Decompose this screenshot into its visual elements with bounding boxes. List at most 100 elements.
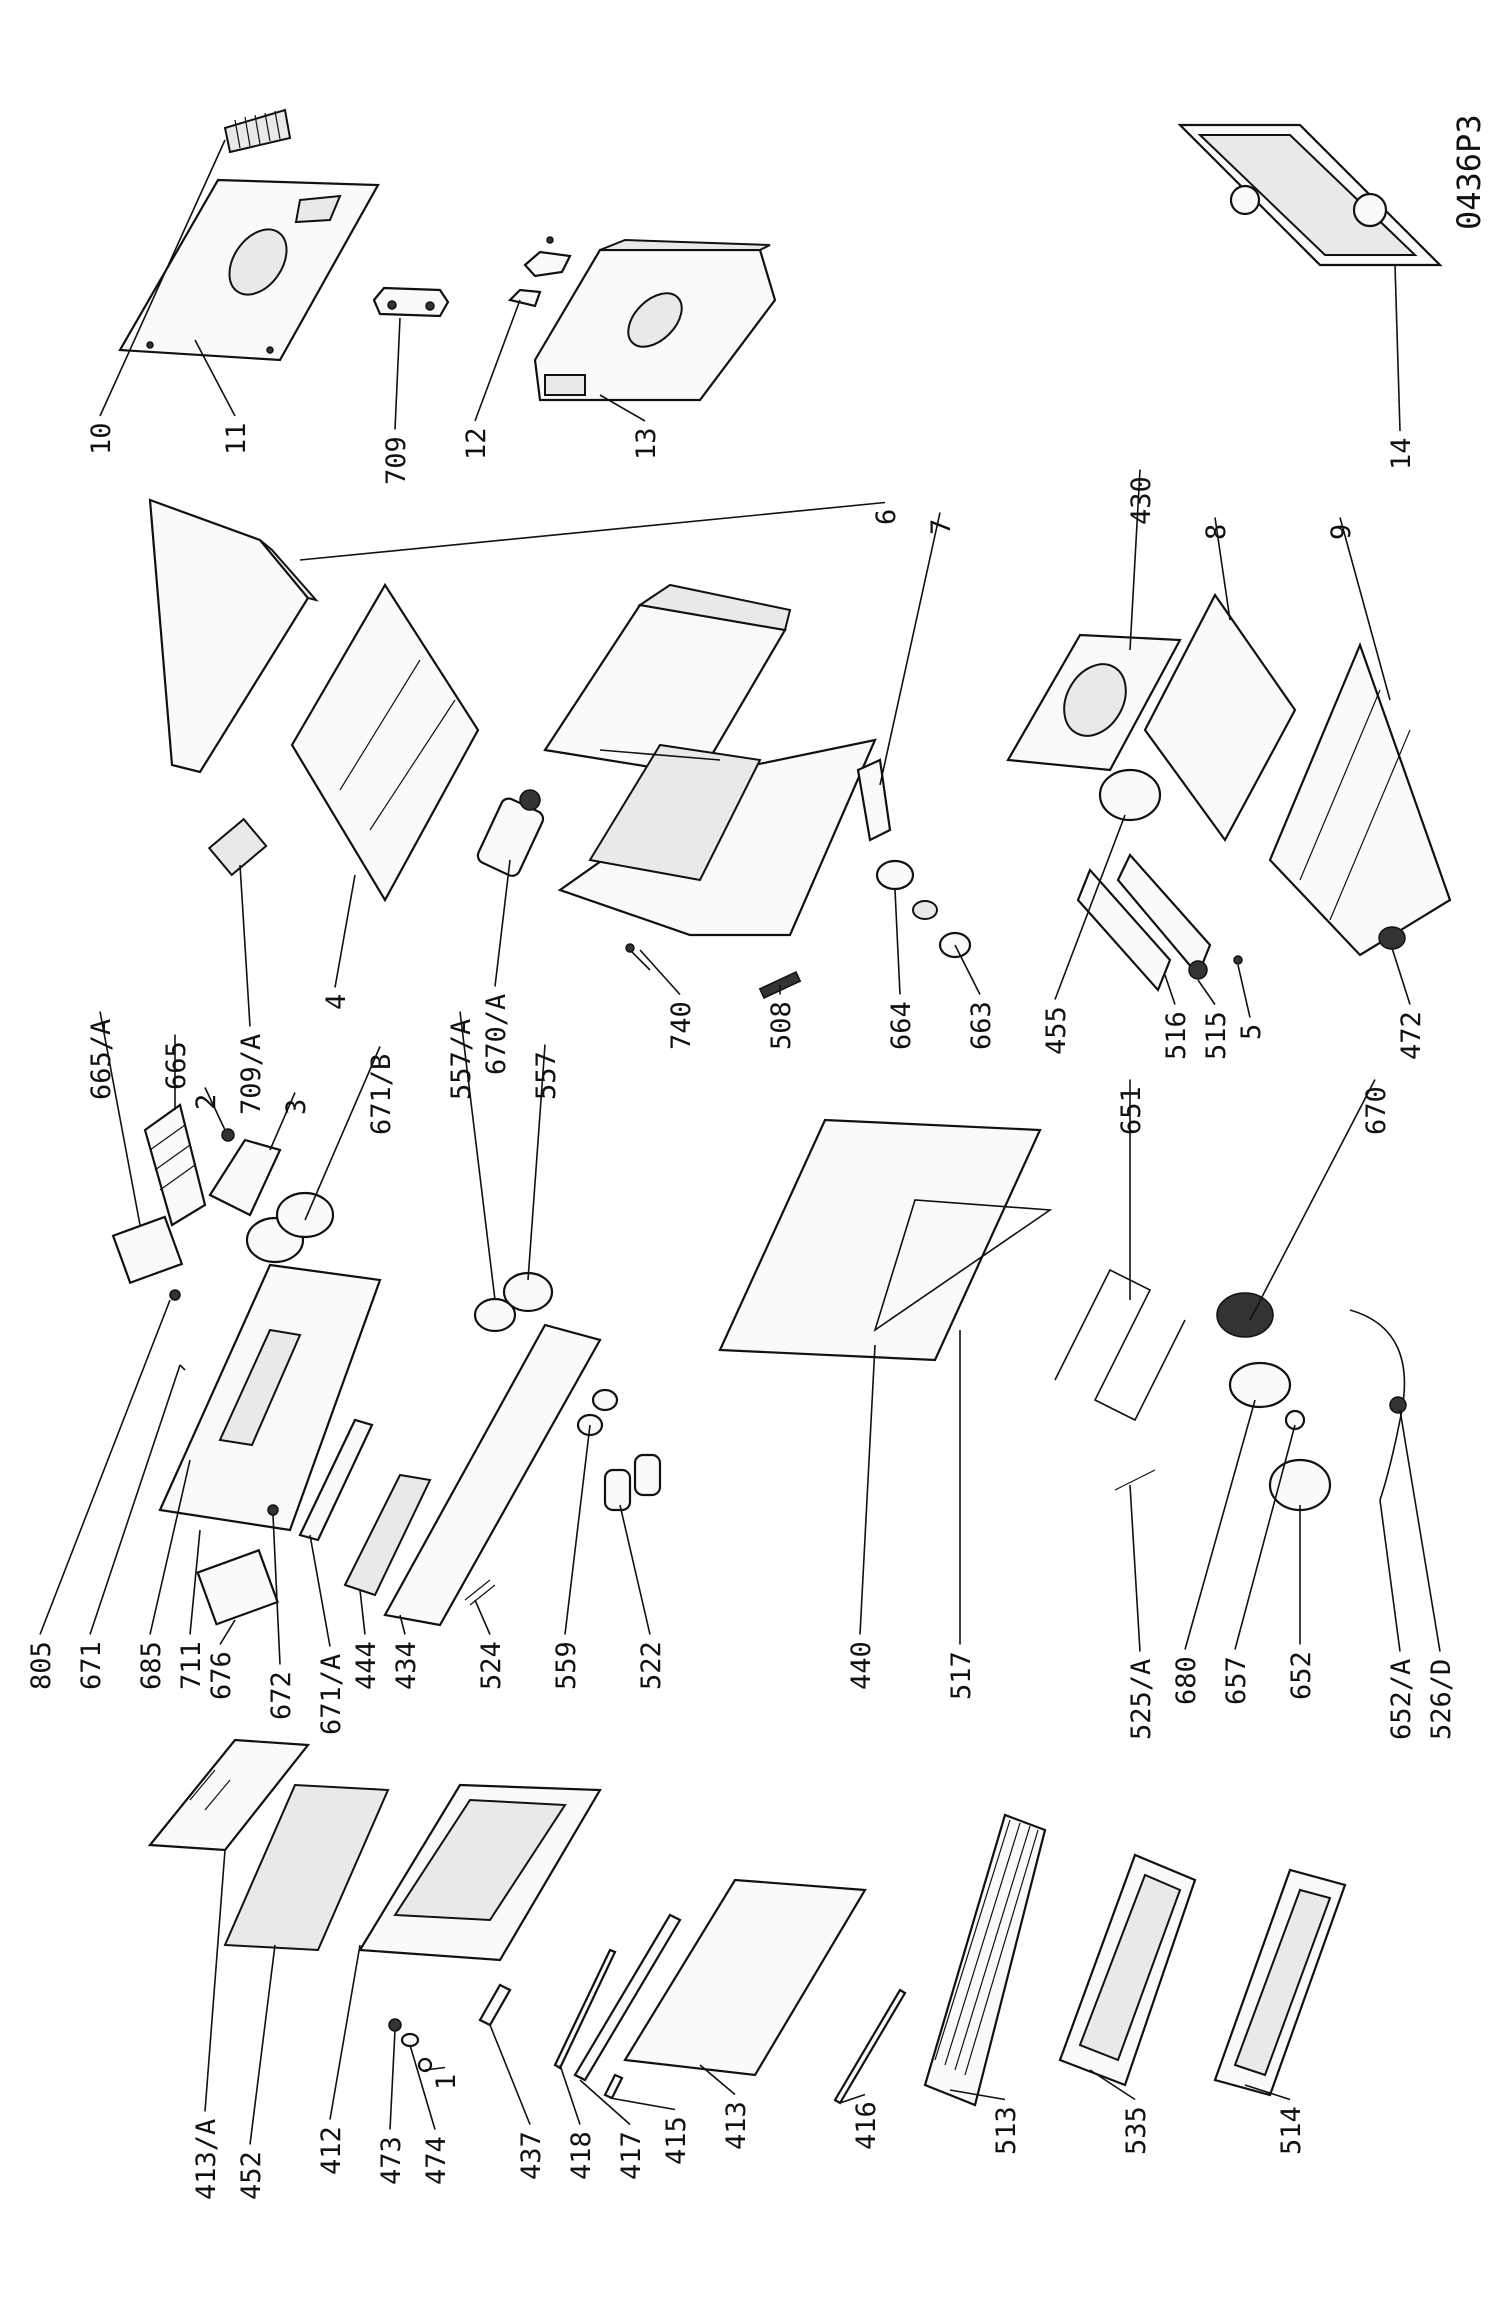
callout-474: 474 <box>421 2136 452 2185</box>
callout-1: 1 <box>431 2074 462 2090</box>
part-4-cover <box>290 582 480 903</box>
leader-444 <box>359 1589 366 1635</box>
callout-413: 413 <box>721 2101 752 2150</box>
leader-522 <box>619 1504 651 1635</box>
leader-6 <box>299 501 886 561</box>
part-413-door-panel <box>623 1878 867 2077</box>
callout-430: 430 <box>1126 476 1157 525</box>
part-657-nut <box>1284 1409 1306 1431</box>
leader-415 <box>609 2097 676 2111</box>
leader-452 <box>249 1944 276 2145</box>
leader-515 <box>1197 979 1216 1005</box>
part-514-deep-tray <box>1213 1868 1347 2097</box>
part-417-strip <box>573 1913 682 2082</box>
callout-11: 11 <box>221 422 252 455</box>
leader-472 <box>1391 947 1411 1005</box>
callout-526d: 526/D <box>1426 1659 1457 1740</box>
callout-535: 535 <box>1121 2106 1152 2155</box>
callout-7: 7 <box>926 519 957 535</box>
leader-13 <box>599 394 646 422</box>
leader-526d <box>1399 1409 1441 1652</box>
callout-10: 10 <box>86 422 117 455</box>
drawing-code: 0436P3 <box>1450 114 1488 230</box>
part-1-nut <box>417 2057 433 2073</box>
callout-434: 434 <box>391 1641 422 1690</box>
callout-665: 665 <box>161 1041 192 1090</box>
part-535-tray <box>1058 1853 1197 2087</box>
leader-671a <box>309 1534 331 1647</box>
leader-4 <box>334 874 356 988</box>
leader-437 <box>489 2024 531 2125</box>
callout-709: 709 <box>381 436 412 485</box>
leader-8 <box>1214 517 1231 621</box>
part-671a-rail <box>298 1418 374 1542</box>
callout-3: 3 <box>281 1099 312 1115</box>
part-13-fan-housing <box>533 238 777 402</box>
callout-557a: 557/A <box>446 1019 477 1100</box>
part-670-fan-motor <box>1216 1292 1274 1338</box>
part-513-wire-rack <box>923 1813 1047 2107</box>
callout-472: 472 <box>1396 1011 1427 1060</box>
part-444-decal <box>343 1473 432 1597</box>
part-412-door-frame <box>358 1783 602 1962</box>
callout-412: 412 <box>316 2126 347 2175</box>
callout-657: 657 <box>1221 1656 1252 1705</box>
part-440-frame <box>718 1118 1042 1362</box>
part-709-bracket <box>372 286 450 318</box>
leader-652a <box>1379 1499 1401 1652</box>
leader-12 <box>474 299 521 422</box>
leader-418 <box>559 2064 581 2125</box>
callout-515: 515 <box>1201 1011 1232 1060</box>
callout-12: 12 <box>461 427 492 460</box>
callout-437: 437 <box>516 2131 547 2180</box>
leader-663 <box>954 944 981 995</box>
part-680-fan <box>1228 1361 1292 1409</box>
leader-664 <box>894 889 901 995</box>
leader-430 <box>1129 469 1141 651</box>
leader-671 <box>89 1364 181 1635</box>
part-522-knob-shafts <box>603 1453 662 1512</box>
leader-473 <box>389 2029 396 2130</box>
leader-676 <box>219 1619 236 1645</box>
callout-508: 508 <box>766 1001 797 1050</box>
leader-524 <box>474 1599 491 1635</box>
callout-418: 418 <box>566 2131 597 2180</box>
part-671-screw <box>179 1364 186 1371</box>
callout-525a: 525/A <box>1126 1659 1157 1740</box>
part-665-terminal <box>143 1103 207 1227</box>
callout-663: 663 <box>966 1001 997 1050</box>
callout-417: 417 <box>616 2131 647 2180</box>
leader-455 <box>1054 814 1126 1000</box>
callout-2: 2 <box>191 1094 222 1110</box>
callout-524: 524 <box>476 1641 507 1690</box>
part-524-springs <box>464 1579 496 1606</box>
part-525a-bar <box>1114 1469 1156 1491</box>
callout-740: 740 <box>666 1001 697 1050</box>
leader-805 <box>39 1299 171 1635</box>
leader-740 <box>639 949 681 996</box>
callout-805: 805 <box>26 1641 57 1690</box>
part-9-bottom-plate <box>1268 641 1452 957</box>
leader-514 <box>1244 2084 1291 2101</box>
callout-4: 4 <box>321 994 352 1010</box>
leader-413 <box>699 2064 736 2096</box>
part-8-plate <box>1143 592 1297 843</box>
part-740-sensor <box>625 943 651 971</box>
leader-559 <box>564 1424 591 1635</box>
leader-416 <box>839 2093 866 2104</box>
part-472-foot <box>1378 926 1406 950</box>
callout-440: 440 <box>846 1641 877 1690</box>
part-437-hinge <box>478 1983 512 2027</box>
part-474-washer <box>400 2032 420 2048</box>
callout-444: 444 <box>351 1641 382 1690</box>
callout-516: 516 <box>1161 1011 1192 1060</box>
leader-535 <box>1089 2069 1136 2101</box>
part-14-frame <box>1177 123 1443 267</box>
callout-5: 5 <box>1236 1024 1267 1040</box>
part-5-screw <box>1233 955 1243 965</box>
callout-671b: 671/B <box>366 1054 397 1135</box>
part-671b-knobs <box>245 1191 335 1264</box>
callout-14: 14 <box>1386 437 1417 470</box>
